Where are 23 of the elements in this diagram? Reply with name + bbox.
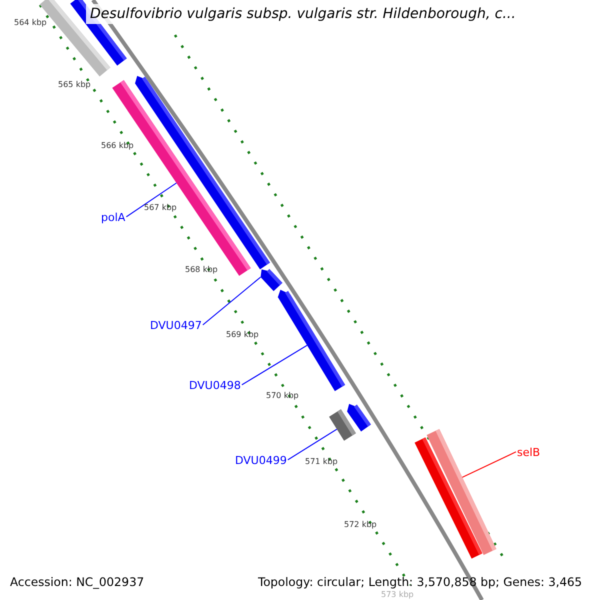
gene-bar	[426, 429, 496, 555]
tick-label: 567 kbp	[144, 203, 177, 212]
tick-label: 566 kbp	[101, 141, 134, 150]
gene-label: DVU0498	[189, 379, 241, 392]
gene-bar	[329, 409, 356, 441]
leader-line	[462, 451, 516, 478]
tick-label: 564 kbp	[14, 18, 47, 27]
tick-label: 568 kbp	[185, 265, 218, 274]
gene-label: DVU0499	[235, 454, 287, 467]
gene-bar	[260, 268, 282, 292]
leader-line	[126, 182, 177, 218]
tick-label: 570 kbp	[266, 391, 299, 400]
leader-line	[241, 344, 308, 386]
footer-text: Topology: circular; Length: 3,570,858 bp; Genes: 3,465	[258, 575, 582, 589]
gene-label: DVU0497	[150, 319, 202, 332]
footer-text: Accession: NC_002937	[10, 575, 144, 589]
gene-label: selB	[517, 446, 540, 459]
leader-line	[287, 428, 338, 460]
tick-label: 573 kbp	[381, 590, 414, 599]
tick-label: 572 kbp	[344, 520, 377, 529]
gene-label: polA	[101, 211, 126, 224]
gene-bar	[278, 290, 346, 392]
leader-line	[202, 276, 262, 326]
